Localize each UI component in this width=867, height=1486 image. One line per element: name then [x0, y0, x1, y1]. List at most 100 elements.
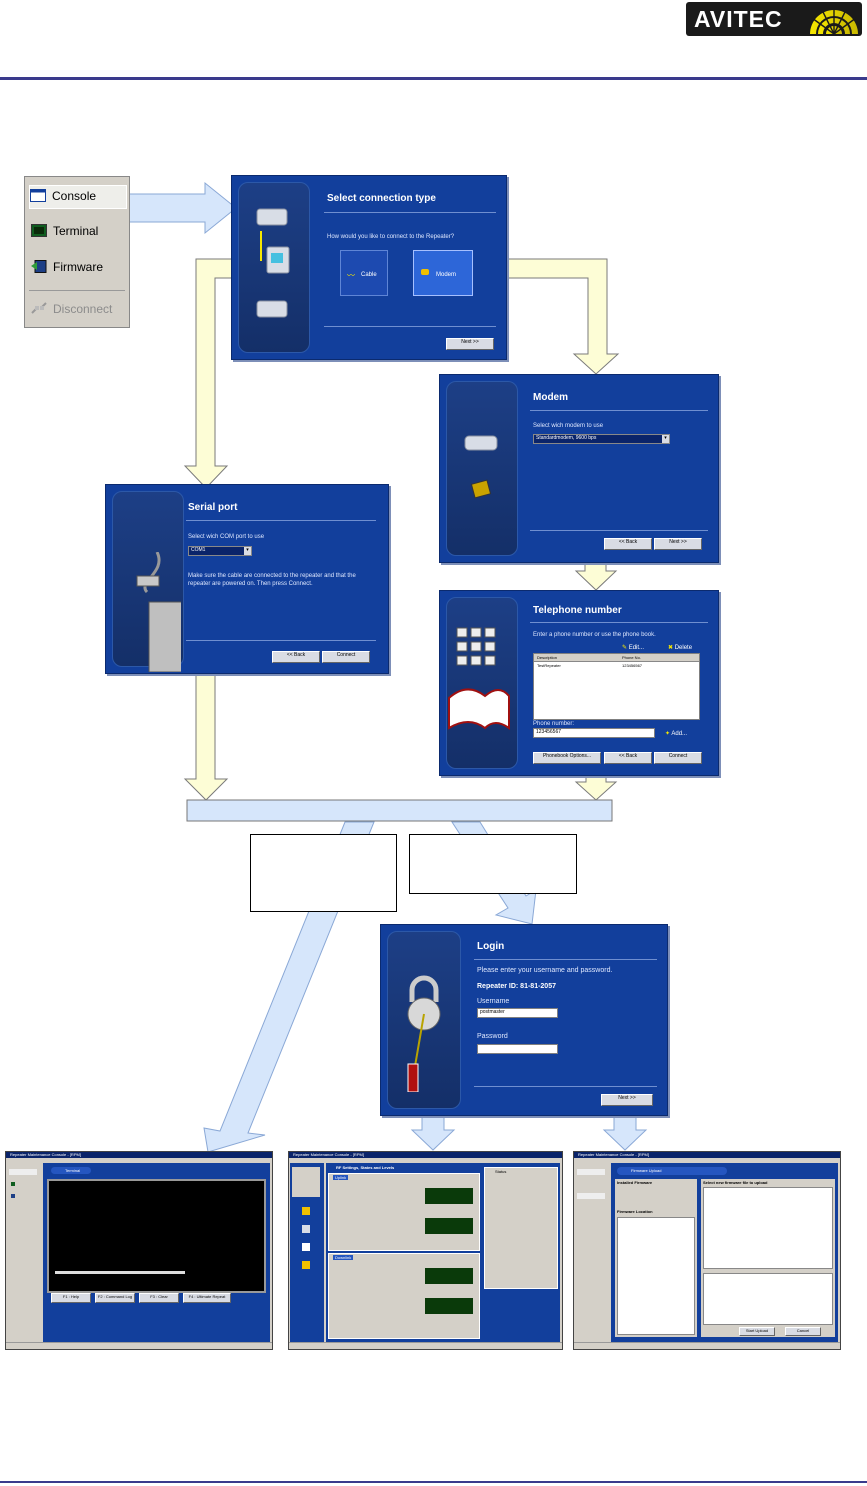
serial-cable-icon [127, 552, 181, 672]
footer-line [530, 530, 708, 531]
password-input[interactable] [477, 1044, 558, 1054]
phone-number-input[interactable]: 123456567 [533, 728, 655, 738]
terminal-screen: Repeater Maintenance Console - [RPM] Ter… [5, 1151, 273, 1350]
nav-menu [292, 1167, 320, 1197]
start-upload-button[interactable]: Start Upload [739, 1327, 775, 1336]
repeater-id: Repeater ID: 81-81-2057 [477, 983, 556, 991]
folder-tree[interactable] [617, 1217, 695, 1335]
terminal-output[interactable] [47, 1179, 266, 1293]
phonebook-options-button[interactable]: Phonebook Options... [533, 752, 601, 764]
back-button[interactable]: << Back [604, 538, 652, 550]
serial-port-title: Serial port [188, 502, 237, 513]
username-input[interactable]: postmaster [477, 1008, 558, 1018]
downlink-panel: Downlink [328, 1253, 480, 1339]
telephone-instruction: Enter a phone number or use the phone bo… [533, 631, 656, 639]
modem-option-button[interactable]: Modem [413, 250, 473, 296]
dialog-side-panel [446, 381, 518, 556]
serial-port-dialog: Serial port Select wich COM port to use … [105, 484, 389, 674]
cancel-button[interactable]: Cancel [785, 1327, 821, 1336]
status-label: Status [495, 1169, 506, 1174]
back-button[interactable]: << Back [272, 651, 320, 663]
settings-main: RF Settings, States and Levels Uplink Do… [326, 1163, 560, 1343]
connect-button[interactable]: Connect [654, 752, 702, 764]
menu-item-console[interactable]: Console [29, 185, 127, 209]
modem-select[interactable]: Standardmodem, 9600 bps▾ [533, 434, 670, 444]
title-underline [186, 520, 376, 521]
alarm-log-icon[interactable] [302, 1243, 310, 1251]
terminal-cursor-line [55, 1271, 185, 1274]
cable-icon: 〰 [347, 270, 355, 281]
row-description: TestRepeater [537, 663, 561, 668]
connect-button[interactable]: Connect [322, 651, 370, 663]
f3-clear-button[interactable]: F3 : Clear [139, 1293, 179, 1303]
arrow-serial-down [185, 674, 227, 800]
status-panel: Status [484, 1167, 558, 1289]
telephone-title: Telephone number [533, 605, 622, 616]
arrow-login-to-firmware [604, 1114, 646, 1150]
downlink-input-power-display [425, 1268, 473, 1284]
status-bar [574, 1342, 840, 1349]
status-bar [289, 1342, 562, 1349]
keypad-phonebook-icon [447, 618, 517, 768]
column-description: Description [537, 655, 557, 660]
login-prompt: Please enter your username and password. [477, 967, 612, 975]
next-button[interactable]: Next >> [601, 1094, 653, 1106]
nav-firmware[interactable] [577, 1193, 605, 1199]
title-underline [530, 622, 708, 623]
modem-device-icon [463, 432, 503, 502]
back-button[interactable]: << Back [604, 752, 652, 764]
table-row[interactable]: TestRepeater 123456567 [534, 662, 699, 669]
firmware-icon [31, 260, 47, 273]
window-title: Repeater Maintenance Console - [RPM] [578, 1152, 649, 1157]
edit-label: Edit... [629, 645, 644, 651]
padlock-icon [402, 972, 446, 1092]
title-underline [530, 410, 708, 411]
phonebook-table[interactable]: Description Phone No. TestRepeater 12345… [533, 653, 700, 720]
left-nav [7, 1163, 41, 1343]
window-title: Repeater Maintenance Console - [RPM] [10, 1152, 81, 1157]
nav-terminal[interactable] [9, 1181, 37, 1187]
f4-ultimate-repeat-button[interactable]: F4 : Ultimate Repeat [183, 1293, 231, 1303]
empty-label-box-right [409, 834, 577, 894]
menu-label-terminal: Terminal [53, 224, 98, 238]
menu-label-console: Console [52, 189, 96, 203]
login-dialog: Login Please enter your username and pas… [380, 924, 668, 1116]
next-button[interactable]: Next >> [446, 338, 494, 350]
menu-label-firmware: Firmware [53, 260, 103, 274]
empty-label-box-left [250, 834, 397, 912]
modem-instruction: Select wich modem to use [533, 422, 603, 430]
firmware-file-list[interactable] [703, 1187, 833, 1269]
cable-option-label: Cable [361, 271, 377, 279]
nav-console[interactable] [577, 1169, 605, 1175]
nav-console[interactable] [9, 1169, 37, 1175]
dialog-side-panel [387, 931, 461, 1109]
column-phone-no: Phone No. [622, 655, 641, 660]
username-label: Username [477, 998, 509, 1006]
cable-option-button[interactable]: 〰 Cable [340, 250, 388, 296]
f1-help-button[interactable]: F1 : Help [51, 1293, 91, 1303]
delete-link[interactable]: ✖ Delete [668, 644, 692, 652]
edit-link[interactable]: ✎ Edit... [622, 644, 644, 652]
system-nodes-icon[interactable] [302, 1261, 310, 1269]
rf-icon[interactable] [302, 1207, 310, 1215]
phone-number-label: Phone number: [533, 720, 574, 728]
arrow-login-to-settings [412, 1114, 454, 1150]
configuration-icon[interactable] [302, 1225, 310, 1233]
add-link[interactable]: ✦ Add... [665, 730, 687, 738]
settings-heading: RF Settings, States and Levels [336, 1165, 394, 1170]
com-port-select[interactable]: COM1▾ [188, 546, 252, 556]
footer-line [324, 326, 496, 327]
serial-port-instruction: Select wich COM port to use [188, 533, 264, 541]
uplink-label: Uplink [333, 1175, 348, 1180]
delete-icon: ✖ [668, 645, 673, 651]
nav-firmware[interactable] [9, 1193, 37, 1199]
modem-option-label: Modem [436, 271, 456, 279]
firmware-location-label: Firmware Location [617, 1209, 653, 1214]
installed-firmware-label: Installed Firmware [617, 1180, 652, 1185]
f2-command-log-button[interactable]: F2 : Command Log [95, 1293, 135, 1303]
telephone-number-dialog: Telephone number Enter a phone number or… [439, 590, 719, 776]
next-button[interactable]: Next >> [654, 538, 702, 550]
menu-separator [29, 290, 125, 291]
modem-select-value: Standardmodem, 9600 bps [536, 435, 596, 441]
new-firmware-panel: Select new firmware file to upload Start… [701, 1179, 835, 1337]
